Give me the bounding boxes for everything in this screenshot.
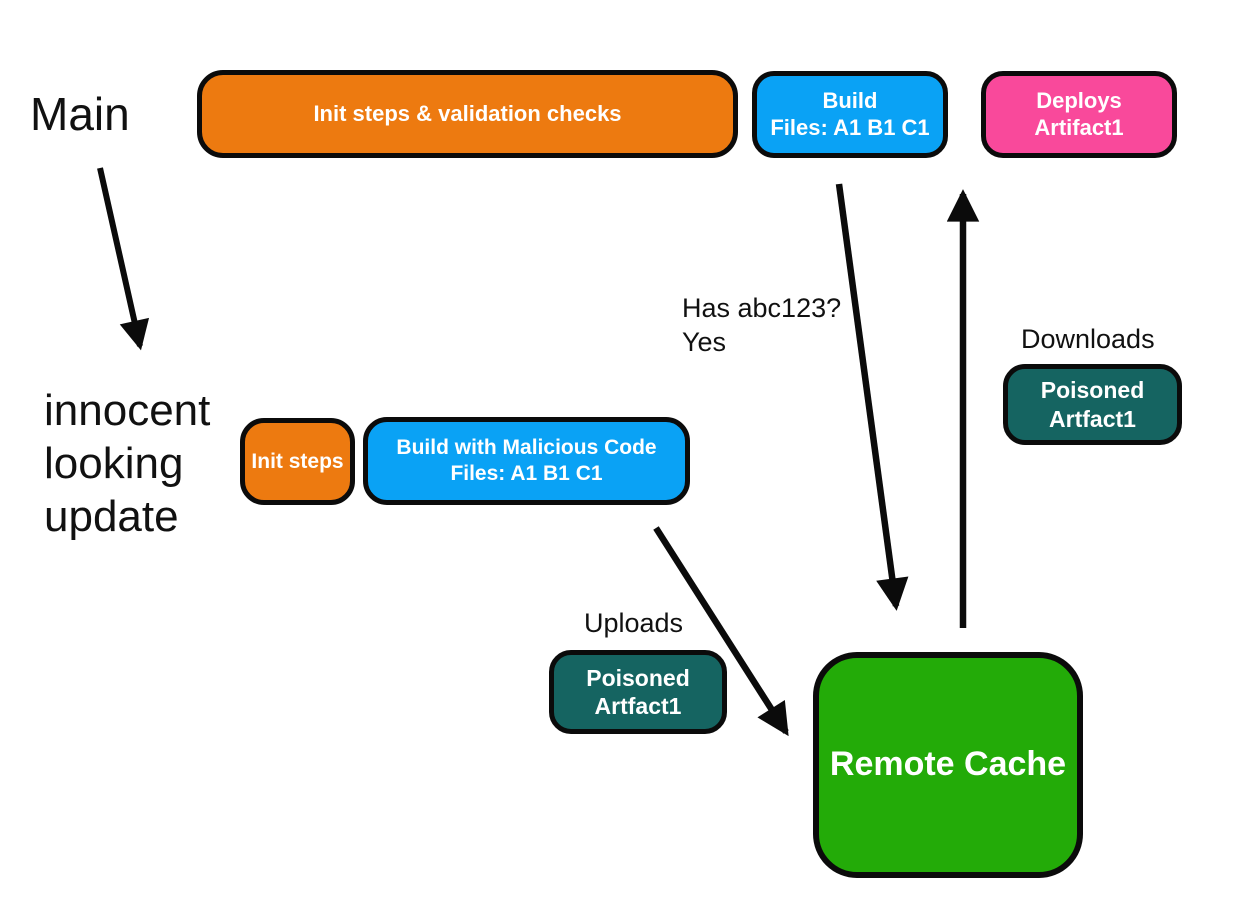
node-init-steps: Init steps [240,418,355,505]
arrow-build-to-cache [835,183,909,611]
node-init-steps-label: Init steps [251,449,344,473]
node-init-steps-validation-checks-label: Init steps & validation checks [313,100,622,126]
node-remote-cache-label: Remote Cache [829,745,1067,784]
node-poisoned-artifact-uploaded: Poisoned Artfact1 [549,650,727,734]
label-has-hash-question: Has abc123? Yes [682,293,842,357]
label-main-branch: Main [30,88,130,140]
node-remote-cache: Remote Cache [813,652,1083,878]
node-init-steps-validation-checks: Init steps & validation checks [197,70,738,158]
label-innocent-update-branch: innocent looking update [44,386,211,541]
node-build-with-malicious-code-label: Build with Malicious Code Files: A1 B1 C… [396,436,657,485]
node-poisoned-artifact-downloaded: Poisoned Artfact1 [1003,364,1182,445]
node-poisoned-artifact-downloaded-label: Poisoned Artfact1 [1040,377,1145,432]
node-build-with-malicious-code: Build with Malicious Code Files: A1 B1 C… [363,417,690,505]
node-build-files: Build Files: A1 B1 C1 [752,71,948,158]
node-build-files-label: Build Files: A1 B1 C1 [770,87,930,140]
label-uploads: Uploads [584,608,684,638]
node-deploys-artifact1-label: Deploys Artifact1 [1034,87,1124,140]
node-deploys-artifact1: Deploys Artifact1 [981,71,1177,158]
node-poisoned-artifact-uploaded-label: Poisoned Artfact1 [586,664,690,719]
label-downloads: Downloads [1021,324,1155,354]
arrow-main-to-branch [97,167,150,351]
